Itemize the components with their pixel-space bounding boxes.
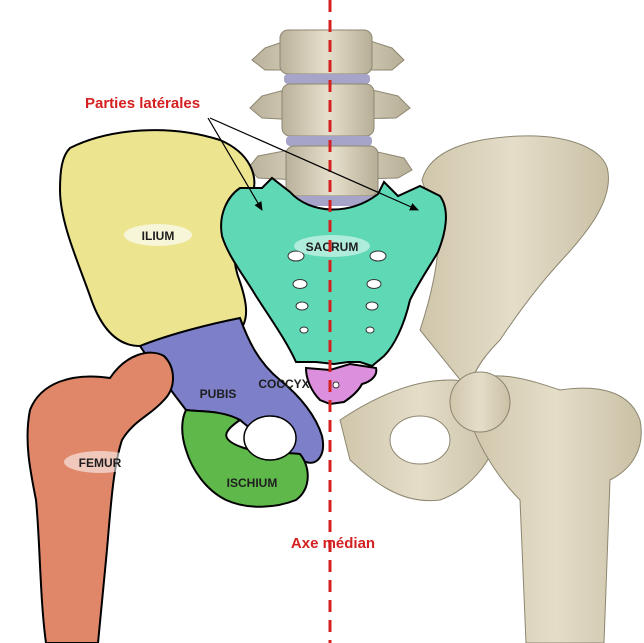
vertebra: [285, 145, 379, 197]
coccyx-label: COCCYX: [258, 377, 309, 391]
right-ilium: [419, 135, 609, 394]
ilium-label: ILIUM: [142, 229, 175, 243]
lateral-parts-arrow-right: [209, 117, 419, 211]
right-obturator-foramen: [389, 415, 451, 465]
ilium-label-plate: [124, 224, 192, 246]
median-axis-label: Axe médian: [291, 535, 375, 552]
femur-label: FEMUR: [79, 456, 122, 470]
ischium-bone: [181, 408, 309, 508]
lateral-parts-arrow-left: [207, 117, 263, 211]
sacrum-label: SACRUM: [306, 240, 359, 254]
femur-bone: [26, 351, 174, 643]
lumbar-spine: [247, 29, 413, 206]
ischium-label: ISCHIUM: [227, 476, 278, 490]
vertebra: [281, 83, 375, 137]
sacral-foramina: [287, 250, 387, 334]
coccyx-marker: [332, 381, 340, 389]
intervertebral-disc: [290, 196, 376, 206]
intervertebral-disc: [284, 74, 370, 84]
right-femur: [449, 371, 642, 643]
vertebra: [279, 29, 373, 75]
sacrum-label-plate: [294, 235, 370, 257]
femur-label-plate: [64, 451, 136, 473]
sacrum-bone: [220, 176, 447, 368]
coccyx-bone: [304, 362, 378, 406]
obturator-foramen: [243, 415, 297, 461]
lateral-parts-label: Parties latérales: [85, 95, 200, 112]
pubis-label: PUBIS: [200, 387, 237, 401]
